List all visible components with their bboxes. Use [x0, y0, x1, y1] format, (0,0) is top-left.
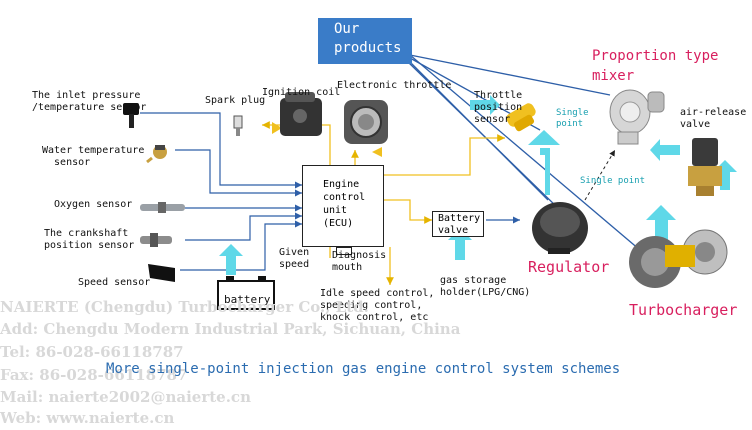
watermark-mail: Mail: naierte2002@naierte.cn [0, 388, 251, 406]
products-pointer-lines [407, 54, 641, 251]
diagnosis-connector [336, 247, 352, 255]
battery-label: battery [224, 293, 271, 306]
throttle-position-sensor-icon [506, 103, 536, 132]
gas-storage-label: gas storage holder(LPG/CNG) [440, 275, 531, 298]
oxygen-sensor-icon [140, 202, 185, 213]
throttle-position-sensor-label: Throttle position sensor [474, 90, 523, 125]
scheme-caption: More single-point injection gas engine c… [106, 361, 621, 377]
mixer-icon [609, 89, 665, 145]
oxygen-sensor-label: Oxygen sensor [54, 199, 133, 210]
spark-plug-icon [233, 115, 243, 136]
turbocharger-icon [629, 229, 728, 288]
air-release-valve-label: air-release valve [680, 107, 747, 130]
speed-sensor-icon [148, 264, 175, 282]
idle-control-label: Idle speed control, speeding control, kn… [320, 288, 435, 323]
watermark-web: Web: www.naierte.cn [0, 409, 175, 427]
output-arrowheads [272, 122, 382, 157]
mixer-label: Proportion type mixer [592, 48, 719, 84]
battery-valve-box: Battery valve [432, 211, 484, 237]
ignition-coil-icon [280, 92, 322, 136]
diagnosis-mouth-label: Diagnosis mouth [332, 250, 387, 273]
sensor-wires [140, 112, 302, 271]
spark-plug-label: Spark plug [205, 95, 266, 106]
electronic-throttle-label: Electronic throttle [337, 80, 452, 91]
watermark-company: NAIERTE (Chengdu) Turbocharger Co., Ltd. [0, 298, 369, 316]
battery-icon [217, 276, 275, 310]
electronic-throttle-icon [344, 100, 388, 144]
watermark-tel: Tel: 86-028-66118787 [0, 343, 184, 361]
regulator-icon [532, 202, 588, 254]
turbocharger-label: Turbocharger [629, 301, 738, 319]
speed-sensor-label: Speed sensor [78, 277, 151, 288]
ignition-coil-label: Ignition coil [262, 87, 341, 98]
regulator-label: Regulator [528, 258, 610, 276]
watermark-address: Add: Chengdu Modern Industrial Park, Sic… [0, 320, 461, 338]
air-release-valve-icon [688, 138, 722, 196]
ecu-output-lines [262, 121, 505, 285]
water-temp-sensor-icon [146, 145, 167, 164]
given-speed-label: Given speed [279, 247, 310, 270]
crankshaft-sensor-icon [140, 233, 172, 247]
single-point-label-2: Single point [580, 176, 646, 186]
crankshaft-sensor-label: The crankshaft position sensor [44, 228, 135, 251]
single-point-label-1: Single point [556, 108, 589, 129]
inlet-sensor-label: The inlet pressure /temperature sensor [32, 90, 147, 113]
our-products-box: Our products [318, 18, 412, 64]
ecu-box: Engine control unit (ECU) [302, 165, 384, 247]
inlet-sensor-icon [123, 103, 139, 128]
watermark-fax: Fax: 86-028-66118787 [0, 366, 188, 384]
single-point-dashed-line [584, 149, 616, 201]
water-temp-sensor-label: Water temperature sensor [42, 145, 145, 168]
